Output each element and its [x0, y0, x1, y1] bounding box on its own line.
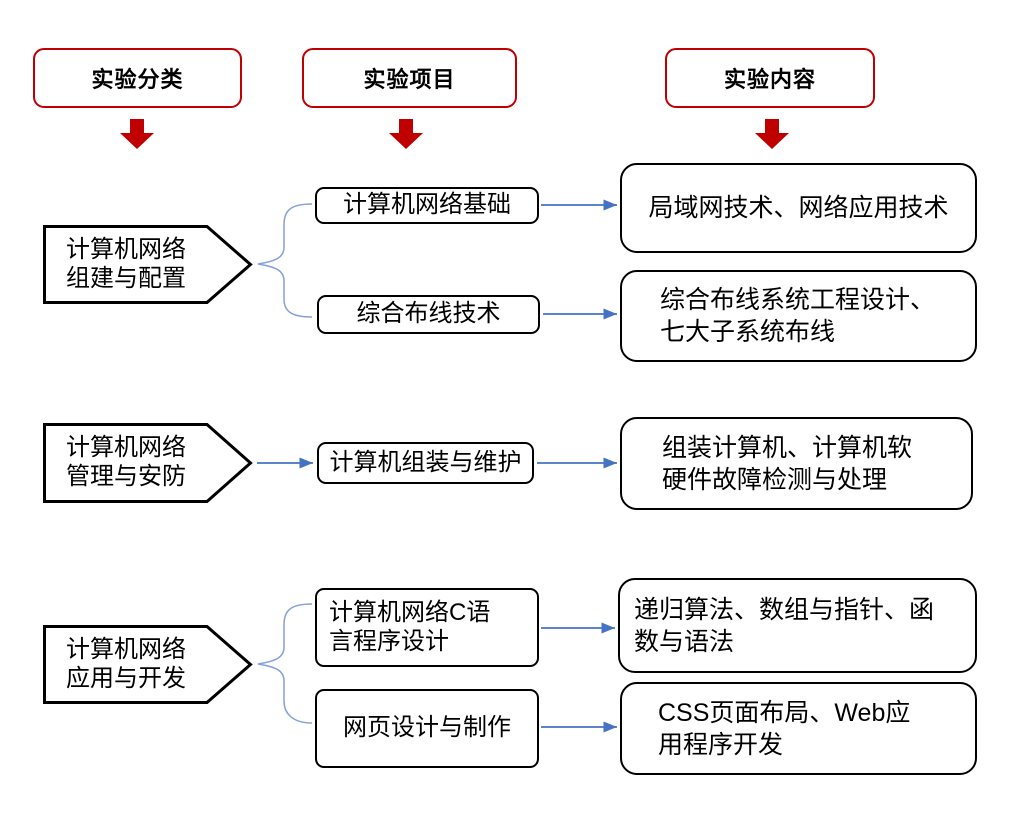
down-arrow-icon — [755, 119, 789, 149]
project-node: 计算机网络基础 — [315, 187, 539, 224]
content-node: 局域网技术、网络应用技术 — [620, 163, 977, 253]
category-label: 计算机网络 组建与配置 — [66, 235, 186, 292]
content-node: 组装计算机、计算机软 硬件故障检测与处理 — [620, 417, 973, 510]
content-node: CSS页面布局、Web应 用程序开发 — [620, 682, 977, 775]
content-node: 综合布线系统工程设计、 七大子系统布线 — [620, 270, 977, 362]
category-label: 计算机网络 管理与安防 — [66, 434, 186, 490]
project-node: 计算机网络C语 言程序设计 — [315, 588, 539, 667]
category-label: 计算机网络 应用与开发 — [66, 635, 186, 692]
pentagon-shape — [43, 225, 253, 304]
pentagon-shape — [43, 423, 253, 503]
category-node-network-development: 计算机网络 应用与开发 — [43, 625, 253, 704]
project-node: 计算机组装与维护 — [317, 442, 534, 484]
project-node: 综合布线技术 — [317, 295, 540, 334]
down-arrow-icon — [389, 119, 423, 149]
brace-connector — [257, 603, 313, 724]
down-arrow-icon — [120, 119, 154, 149]
pentagon-shape — [43, 625, 253, 704]
category-node-network-management: 计算机网络 管理与安防 — [43, 423, 253, 503]
project-node: 网页设计与制作 — [315, 689, 539, 768]
header-experiment-category: 实验分类 — [33, 48, 242, 108]
content-node: 递归算法、数组与指针、函 数与语法 — [618, 578, 977, 673]
header-experiment-project: 实验项目 — [302, 48, 517, 108]
header-experiment-content: 实验内容 — [665, 48, 875, 108]
brace-connector — [257, 203, 313, 318]
category-node-network-setup: 计算机网络 组建与配置 — [43, 225, 253, 304]
